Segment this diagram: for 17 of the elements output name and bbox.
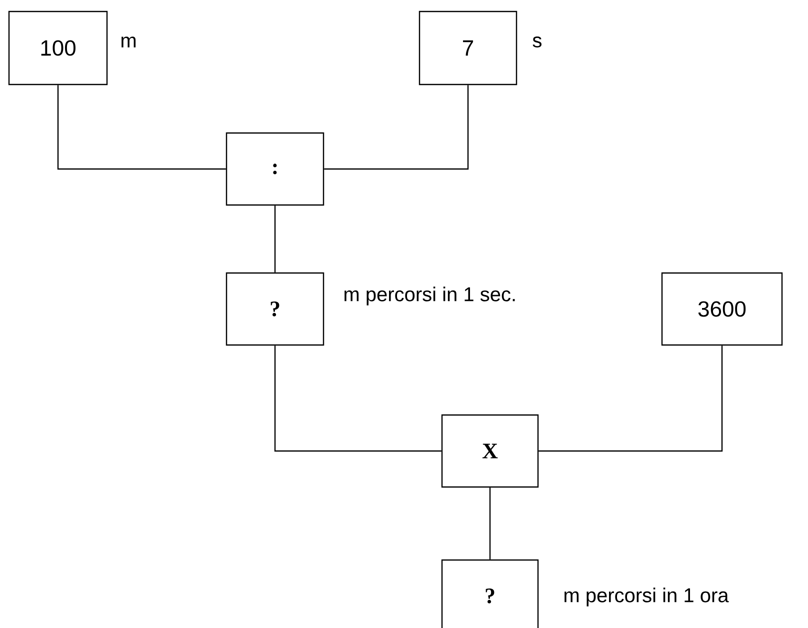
connector-line [538,346,723,452]
connector-line [324,85,469,170]
connector-line [274,206,276,272]
node-caption: m [122,36,136,48]
operation-box: 100 [8,10,108,86]
operation-box: ? [441,559,539,628]
connector-line [57,85,226,170]
connector-line [274,346,442,452]
node-caption: m percorsi in 1 ora [564,588,729,606]
node-caption: m percorsi in 1 sec. [344,286,515,306]
operation-box: 7 [418,10,518,86]
operation-box: : [226,132,324,206]
node-caption: s [532,36,542,48]
operation-box: X [441,414,539,488]
connector-line [489,488,491,560]
operation-box: ? [226,272,324,346]
operation-box: 3600 [661,272,783,346]
